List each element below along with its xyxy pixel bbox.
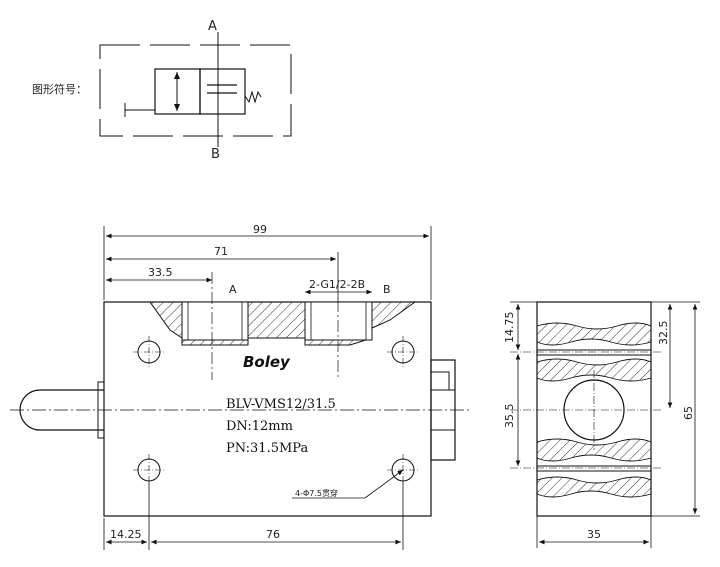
dim-port-a-offset: 33.5 bbox=[148, 266, 173, 279]
mounting-hole-top-left bbox=[133, 336, 165, 368]
symbol-port-b: B bbox=[211, 147, 220, 162]
dim-lower: 35.5 bbox=[503, 404, 516, 429]
lever-handle bbox=[10, 381, 470, 439]
dim-width: 35 bbox=[587, 528, 601, 541]
symbol-frame bbox=[99, 44, 292, 137]
dn-label: DN:12mm bbox=[226, 419, 293, 434]
dim-height: 65 bbox=[682, 406, 695, 420]
front-view: 99 71 33.5 2-G1/2-2B A B bbox=[10, 223, 470, 550]
side-view: 14.75 35.5 32.5 65 35 bbox=[503, 301, 700, 548]
dim-upper-mid: 32.5 bbox=[657, 321, 670, 346]
dim-hole-spacing: 76 bbox=[266, 528, 280, 541]
thread-label: 2-G1/2-2B bbox=[309, 278, 365, 291]
brand-logo: Boley bbox=[243, 353, 291, 371]
dim-left-offset: 14.25 bbox=[110, 528, 142, 541]
pn-label: PN:31.5MPa bbox=[226, 441, 308, 456]
front-port-b: B bbox=[383, 283, 391, 296]
symbol-port-a: A bbox=[208, 19, 217, 34]
mounting-hole-top-right bbox=[387, 336, 419, 368]
dim-overall-width: 99 bbox=[253, 223, 267, 236]
dim-top: 14.75 bbox=[503, 312, 516, 344]
graphic-symbol: 图形符号： A B bbox=[32, 19, 292, 162]
symbol-caption: 图形符号： bbox=[32, 83, 87, 96]
model-label: BLV-VMS12/31.5 bbox=[226, 397, 336, 412]
hole-callout: 4-Φ7.5贯穿 bbox=[295, 488, 338, 498]
mounting-hole-bottom-left bbox=[133, 454, 165, 486]
dim-ports-span: 71 bbox=[214, 245, 228, 258]
front-port-a: A bbox=[229, 283, 237, 296]
hex-plug bbox=[430, 359, 456, 461]
